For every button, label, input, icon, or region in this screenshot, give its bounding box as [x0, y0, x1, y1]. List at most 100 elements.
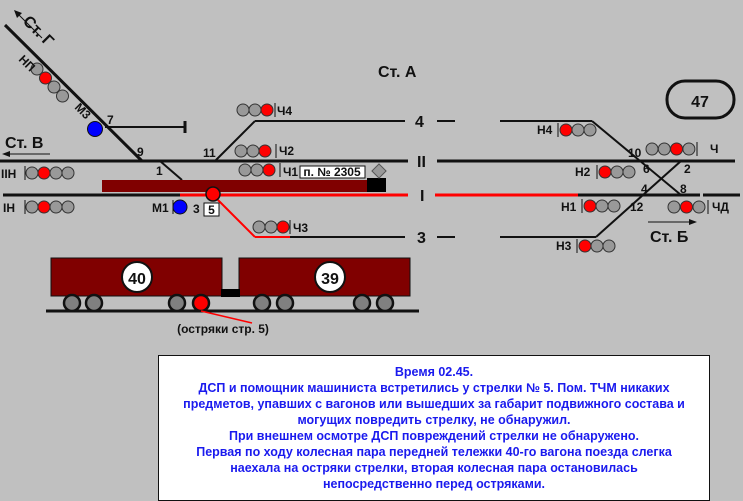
signal-np[interactable] [30, 62, 69, 103]
signal-light-off [645, 142, 659, 156]
note-line: наехала на остряки стрелки, вторая колес… [230, 461, 638, 475]
wheel [352, 293, 372, 313]
signal-light-off [25, 166, 39, 180]
signal-light-off [252, 220, 266, 234]
switch-11-line [214, 120, 256, 162]
signal-ch3[interactable] [252, 220, 291, 234]
locomotive [367, 178, 386, 192]
station-v-label: Ст. В [5, 135, 43, 152]
signal-light-red [559, 123, 573, 137]
note-text: Время 02.45. ДСП и помощник машиниста вст… [183, 365, 685, 491]
signal-n4-label: Н4 [537, 123, 553, 137]
signal-light-off [49, 166, 63, 180]
wheel [167, 293, 187, 313]
track-I-label: I [420, 188, 424, 205]
switch-9: 9 [137, 145, 144, 159]
switch-1-line [159, 160, 183, 181]
signal-n4[interactable] [557, 123, 597, 137]
wheel-on-points [191, 293, 211, 313]
badge-number: 47 [691, 94, 709, 111]
switch-10: 10 [628, 146, 642, 160]
train-label-box [299, 165, 366, 179]
car-40-number: 40 [128, 271, 146, 288]
signal-ch3-label: Ч3 [293, 221, 308, 235]
signal-ch[interactable] [645, 142, 698, 156]
signal-light-red [37, 166, 51, 180]
wheel [84, 293, 104, 313]
signal-light-off [682, 142, 696, 156]
signal-n1[interactable] [581, 199, 621, 213]
signal-ch2[interactable] [234, 144, 277, 158]
signal-light-off [236, 103, 250, 117]
signal-iin[interactable] [24, 166, 75, 180]
signal-light-red [578, 239, 592, 253]
car-39-number: 39 [321, 271, 339, 288]
station-b-label: Ст. Б [650, 229, 688, 246]
note-line: непосредственно перед остряками. [323, 477, 545, 491]
switch-3: 3 [193, 202, 200, 216]
signal-light-off [56, 89, 69, 103]
signal-light-off [49, 200, 63, 214]
signal-light-off [61, 200, 75, 214]
crossover-12-2 [595, 160, 682, 238]
note-line: Время 02.45. [395, 365, 473, 379]
signal-n3-label: Н3 [556, 239, 572, 253]
signal-light-off [692, 200, 706, 214]
signal-light-off [248, 103, 262, 117]
note-line: предметов, упавших с вагонов или вышедши… [183, 397, 685, 411]
wheel [375, 293, 395, 313]
signal-light-off [622, 165, 636, 179]
track-4-label: 4 [415, 114, 424, 131]
signal-n2[interactable] [596, 165, 636, 179]
wheel [275, 293, 295, 313]
signal-light-off [602, 239, 616, 253]
signal-light-off [61, 166, 75, 180]
signal-light-off [47, 80, 61, 94]
signal-light-off [250, 163, 264, 177]
signal-light-red [260, 103, 274, 117]
signal-n2-label: Н2 [575, 165, 591, 179]
signal-light-off [595, 199, 609, 213]
signal-n3[interactable] [576, 239, 616, 253]
note-line: могущих повредить стрелку, не обнаружил. [297, 413, 570, 427]
signal-in[interactable] [24, 200, 75, 214]
signal-ch1[interactable] [238, 163, 281, 177]
badge-frame [665, 79, 736, 120]
tracks [0, 23, 740, 238]
track-st-g [3, 23, 144, 163]
switch-numbers: 7 9 1 11 3 10 6 2 4 8 12 [107, 113, 691, 216]
signal-light-off [25, 200, 39, 214]
signal-ch4[interactable] [236, 103, 276, 117]
signal-light-off [610, 165, 624, 179]
note-box [158, 355, 710, 501]
signal-chd[interactable] [667, 200, 709, 214]
signals [24, 62, 709, 253]
signal-light-red [37, 200, 51, 214]
signal-light-off [234, 144, 248, 158]
signal-light-off [246, 144, 260, 158]
signal-m1-light[interactable] [172, 199, 188, 215]
signal-light-red [598, 165, 612, 179]
signal-light-off [571, 123, 585, 137]
switch-11: 11 [203, 146, 216, 160]
crossover-10-8 [591, 120, 682, 196]
switch-1: 1 [156, 164, 163, 178]
coupler [221, 289, 240, 297]
switch-5-point-marker [205, 186, 221, 202]
track-3-label: 3 [417, 230, 426, 247]
switch-2: 2 [684, 162, 691, 176]
switch-8: 8 [680, 182, 687, 196]
signal-ch1-label: Ч1 [283, 165, 298, 179]
signal-iin-label: IIН [1, 167, 16, 181]
note-line: Первая по ходу колесная пара передней те… [196, 445, 673, 459]
switch-6: 6 [643, 162, 650, 176]
note-line: ДСП и помощник машиниста встретились у с… [198, 381, 669, 395]
signal-chd-label: ЧД [712, 200, 729, 214]
switch-5-box [203, 202, 220, 217]
signal-light-red [670, 142, 684, 156]
signal-m3-light[interactable] [87, 121, 103, 137]
signal-light-red [258, 144, 272, 158]
note-line: При внешнем осмотре ДСП повреждений стре… [229, 429, 639, 443]
signal-light-off [607, 199, 621, 213]
